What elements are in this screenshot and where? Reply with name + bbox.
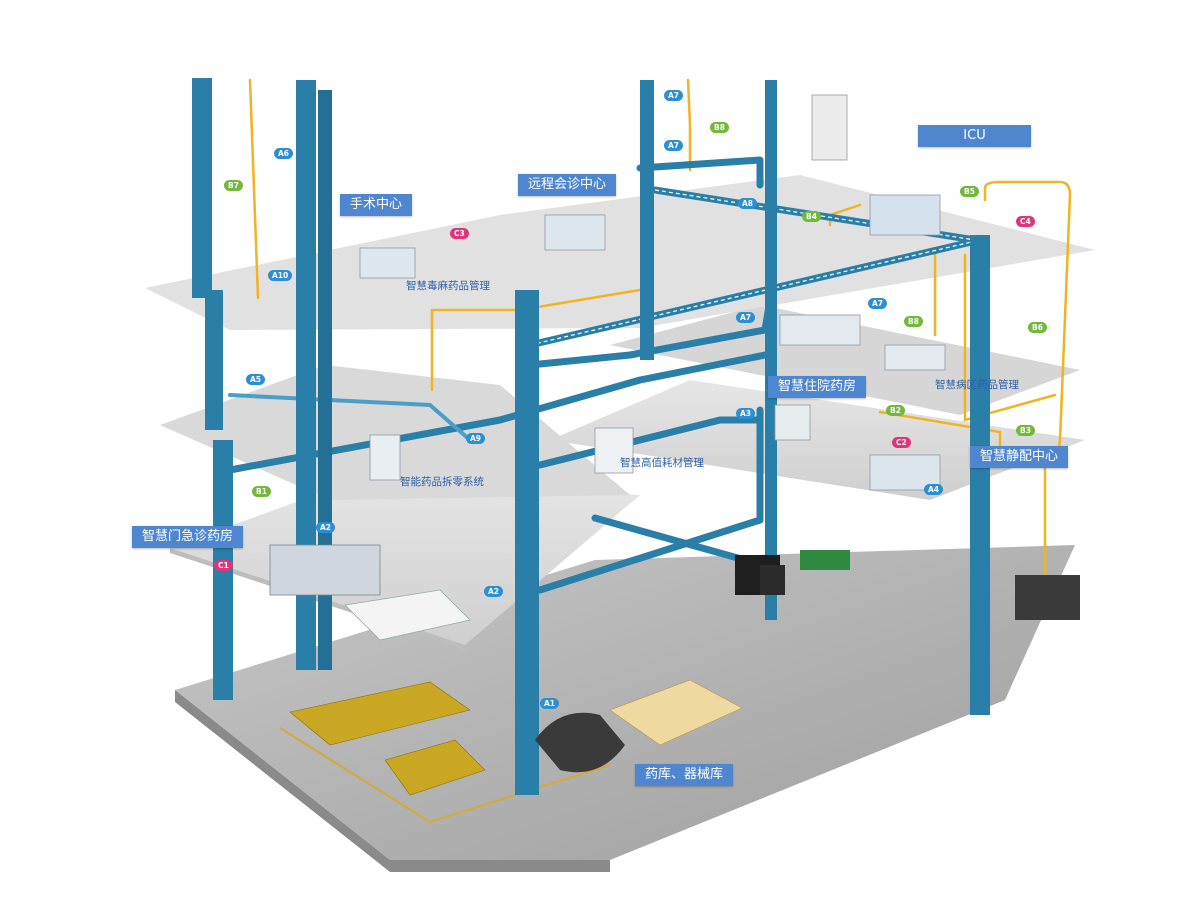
station-tag-b4: B4: [802, 211, 821, 222]
ward-beds: [779, 314, 861, 346]
column-center-left: [296, 80, 316, 670]
yellow-pipe-b7: [248, 78, 260, 300]
label-narcotics-management: 智慧毒麻药品管理: [406, 280, 490, 292]
station-tag-a3: A3: [736, 408, 756, 419]
top-floor: [145, 175, 1095, 330]
station-tag-a2-lower: A2: [484, 586, 504, 597]
station-tag-b7: B7: [224, 180, 243, 191]
station-tag-a5: A5: [246, 374, 266, 385]
rail-top-short: [636, 156, 764, 189]
yellow-pipe-b8: [686, 78, 692, 172]
label-ward-drug-management: 智慧病区药品管理: [935, 379, 1019, 391]
rail-level2: [226, 351, 769, 474]
station-tag-b5: B5: [960, 186, 979, 197]
station-tag-a7-mid: A7: [664, 140, 684, 151]
label-surgery-center: 手术中心: [340, 194, 413, 216]
outpatient-shelves: [269, 544, 381, 596]
station-tag-a9: A9: [466, 433, 486, 444]
label-warehouse: 药库、器械库: [635, 764, 734, 786]
label-telemedicine: 远程会诊中心: [518, 174, 617, 196]
label-unpacking-system: 智能药品拆零系统: [400, 476, 484, 488]
station-tag-a1: A1: [540, 698, 560, 709]
station-tag-a4: A4: [924, 484, 944, 495]
rail-ground-short: [591, 514, 749, 564]
ward-beds-2: [884, 344, 946, 371]
inpatient-pharmacy-machine: [774, 404, 811, 441]
station-tag-a10: A10: [268, 270, 293, 281]
label-iv-center: 智慧静配中心: [970, 446, 1069, 468]
column-far-right: [970, 235, 990, 715]
iv-center-floor: [550, 380, 1085, 500]
station-tag-b2: B2: [886, 405, 905, 416]
station-tag-a7-ward: A7: [736, 312, 756, 323]
station-tag-c2: C2: [892, 437, 911, 448]
floor-level-3: [145, 175, 1095, 330]
column-left-mid: [205, 290, 223, 430]
station-tag-a2-upper: A2: [316, 522, 336, 533]
pipe-terminal-box: [1015, 575, 1080, 620]
column-left-top: [192, 78, 212, 298]
station-tag-b1: B1: [252, 486, 271, 497]
inpatient-floor: [610, 305, 1080, 415]
robot-station: [811, 94, 848, 161]
station-tag-b6: B6: [1028, 322, 1047, 333]
station-tag-c3: C3: [450, 228, 469, 239]
station-tag-c4: C4: [1016, 216, 1035, 227]
rail-ground-link: [536, 406, 764, 594]
unpacking-machine: [369, 434, 401, 481]
icu-equipment: [869, 194, 941, 236]
surgery-equipment: [359, 247, 416, 279]
station-tag-b8-ward: B8: [904, 316, 923, 327]
station-tag-c1: C1: [214, 560, 233, 571]
telemedicine-equipment: [544, 214, 606, 251]
station-tag-b8-top: B8: [710, 122, 729, 133]
label-outpatient-pharmacy: 智慧门急诊药房: [132, 526, 244, 548]
column-right-b: [765, 80, 777, 620]
green-crate: [800, 550, 850, 570]
warehouse-boxes-left: [289, 681, 486, 796]
label-icu: ICU: [918, 125, 1031, 147]
outpatient-counter: [344, 589, 471, 641]
column-center-main: [515, 290, 539, 795]
label-inpatient-pharmacy: 智慧住院药房: [768, 376, 867, 398]
warehouse-boundary-line: [279, 727, 611, 824]
station-tag-a7-ward2: A7: [868, 298, 888, 309]
station-tag-b3: B3: [1016, 425, 1035, 436]
conveyor-belt: [535, 712, 625, 773]
label-high-value-consumables: 智慧高值耗材管理: [620, 457, 704, 469]
yellow-pipe-b5: [963, 253, 1057, 422]
station-tag-a6: A6: [274, 148, 294, 159]
column-right-a: [640, 80, 654, 360]
high-value-cabinet: [594, 427, 634, 474]
yellow-pipe-top-connector: [430, 288, 642, 392]
station-tag-a8: A8: [738, 198, 758, 209]
station-tag-a7-top: A7: [664, 90, 684, 101]
warehouse-boxes-right: [609, 679, 743, 746]
